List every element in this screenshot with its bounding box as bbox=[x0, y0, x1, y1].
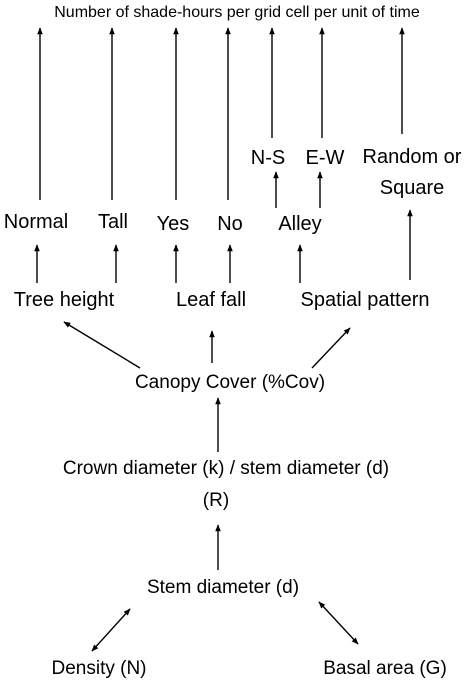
node-stem-diameter: Stem diameter (d) bbox=[146, 577, 300, 598]
node-basal-area: Basal area (G) bbox=[323, 658, 447, 679]
arrow-canopy-to-spatial bbox=[311, 327, 351, 369]
node-leaf-fall: Leaf fall bbox=[175, 289, 247, 311]
node-tree-height: Tree height bbox=[13, 289, 115, 311]
node-no: No bbox=[217, 213, 243, 235]
node-crown-ratio: Crown diameter (k) / stem diameter (d) bbox=[62, 458, 390, 479]
node-spatial-pattern: Spatial pattern bbox=[300, 289, 430, 311]
node-density: Density (N) bbox=[51, 658, 147, 679]
node-normal: Normal bbox=[3, 211, 69, 233]
double-arrow-stem-density bbox=[91, 608, 131, 652]
node-tall: Tall bbox=[97, 211, 129, 233]
node-ew: E-W bbox=[305, 147, 345, 169]
node-random-or: Random or bbox=[362, 146, 462, 168]
node-square: Square bbox=[379, 177, 445, 199]
double-arrow-stem-basal bbox=[318, 601, 359, 645]
node-ns: N-S bbox=[250, 147, 286, 169]
arrow-canopy-to-treeheight bbox=[63, 321, 141, 369]
node-canopy-cover: Canopy Cover (%Cov) bbox=[134, 372, 326, 393]
diagram-title: Number of shade-hours per grid cell per … bbox=[54, 4, 420, 21]
node-alley: Alley bbox=[278, 213, 322, 235]
node-crown-ratio-symbol: (R) bbox=[202, 490, 230, 511]
node-yes: Yes bbox=[156, 213, 190, 235]
